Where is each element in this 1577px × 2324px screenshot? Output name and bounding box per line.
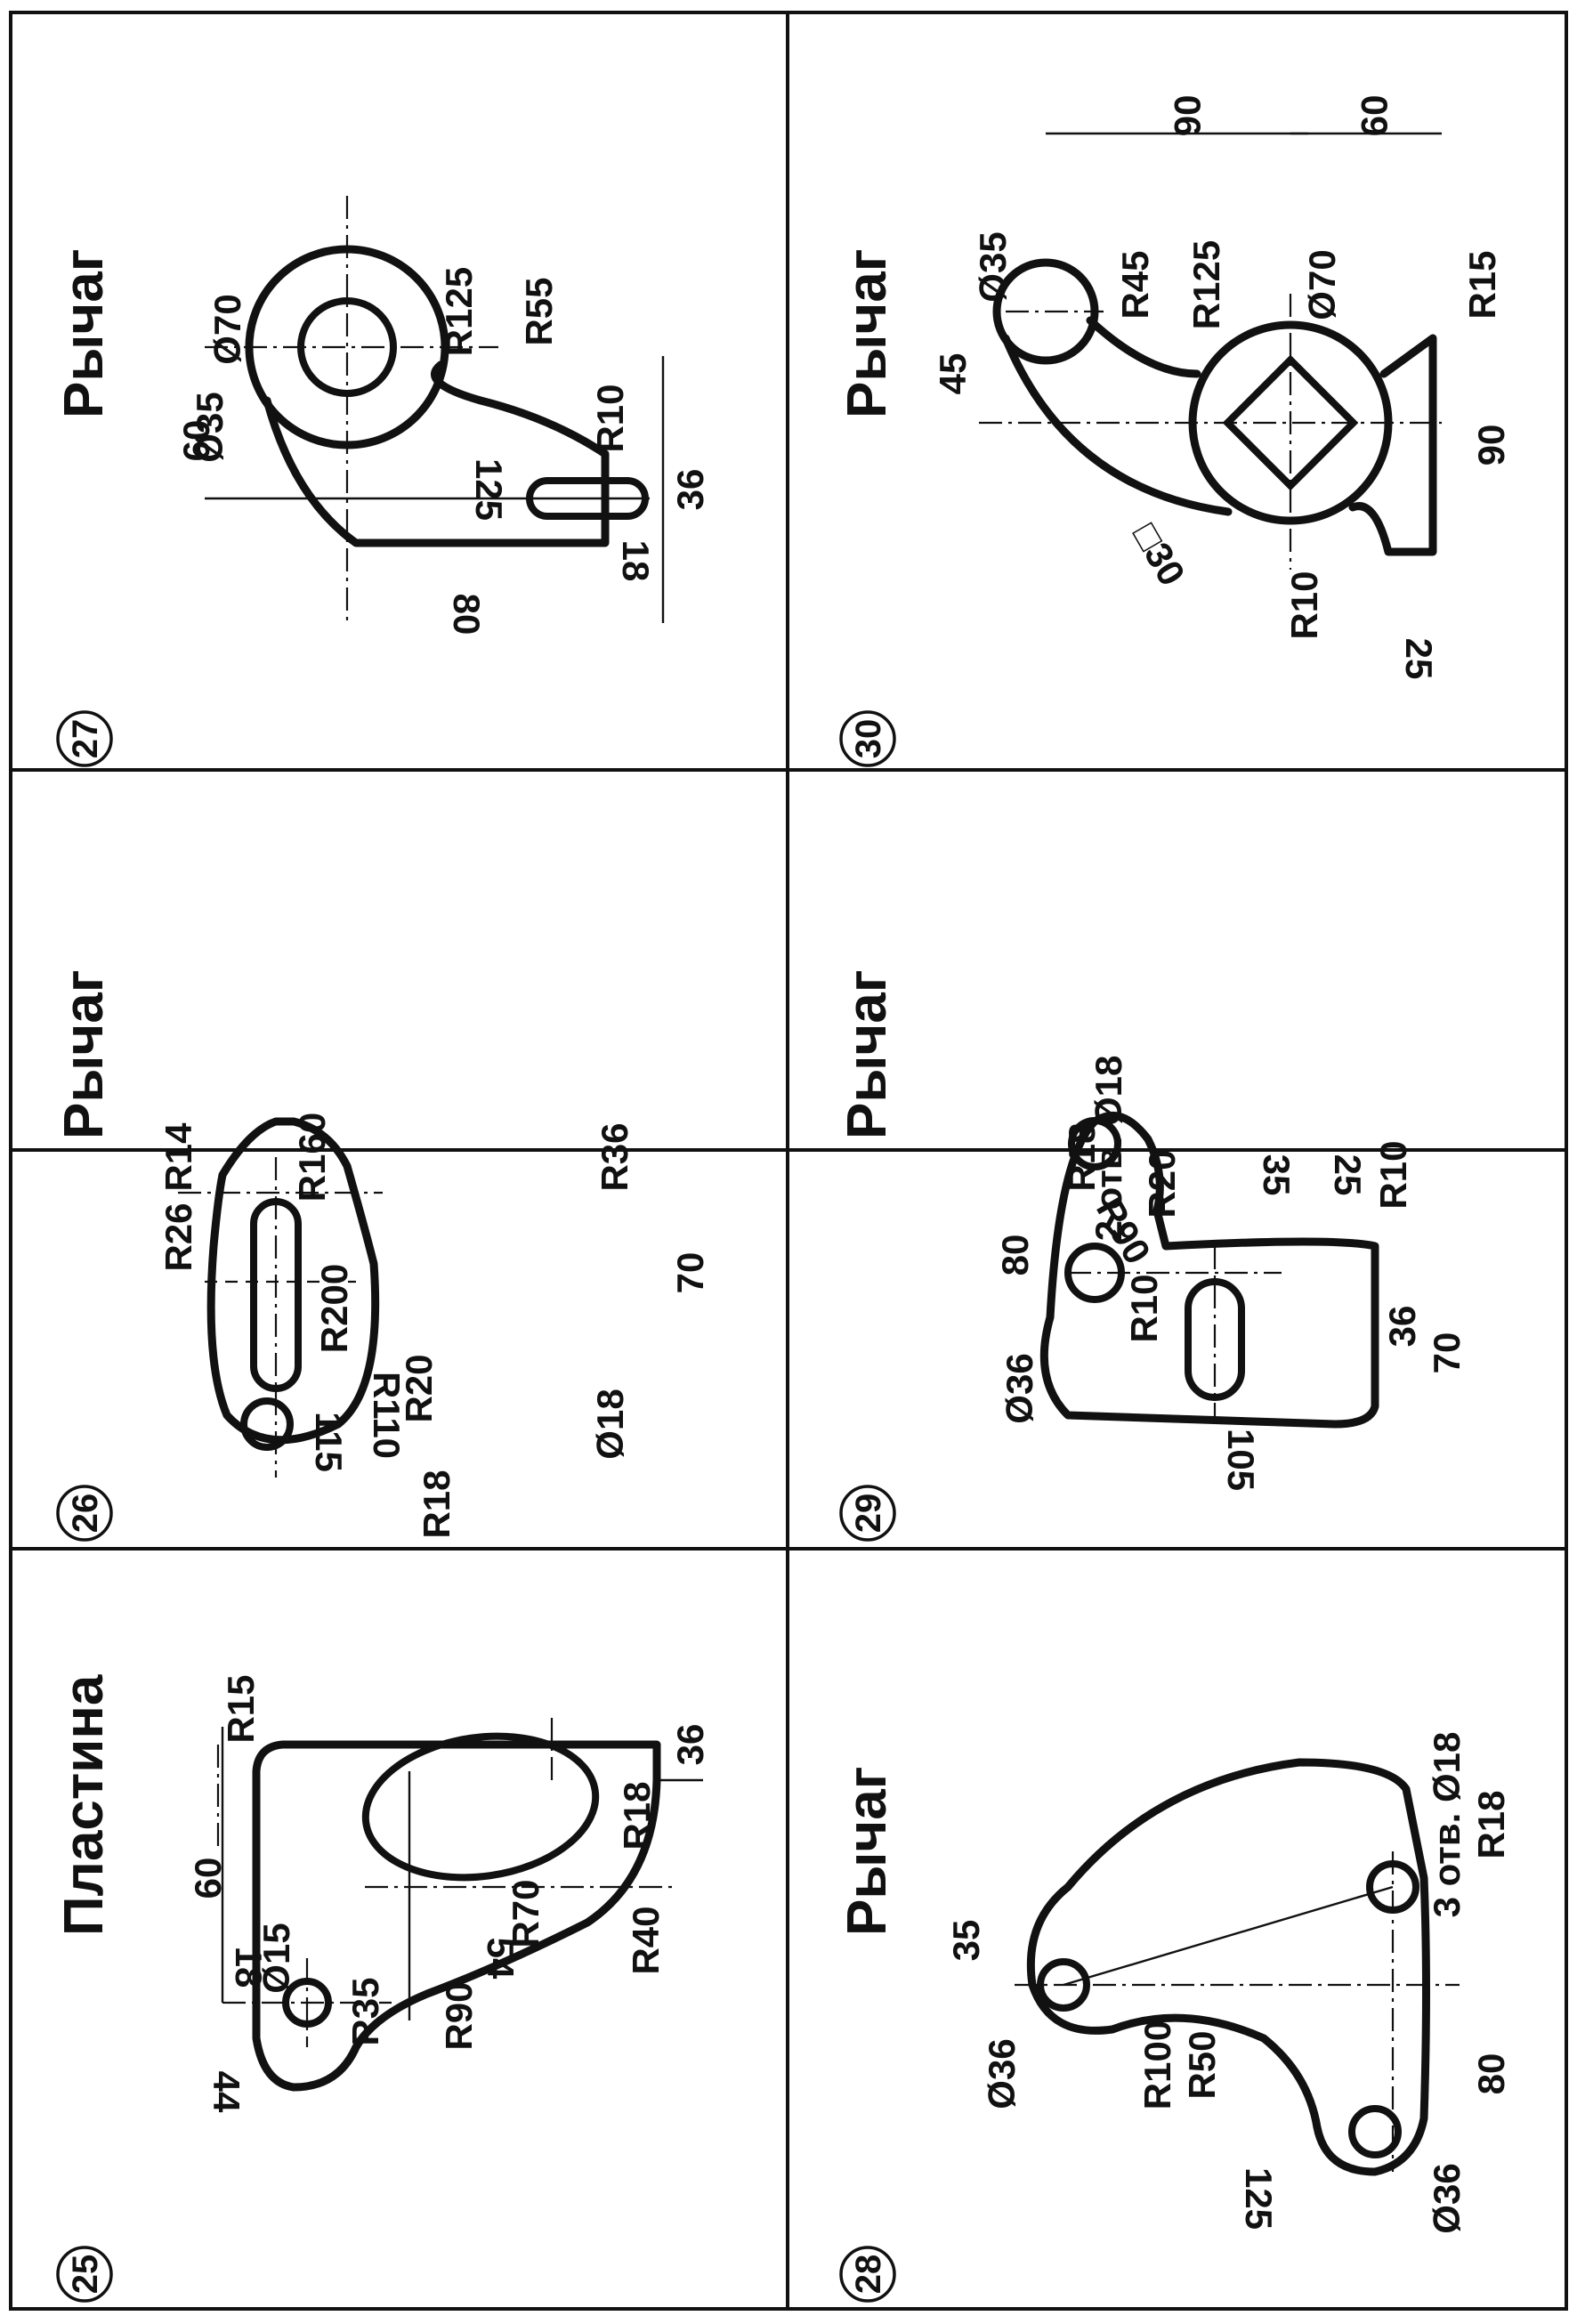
dimension-label: Ø36 (981, 2038, 1023, 2109)
panel-title: Рычаг (837, 248, 898, 418)
panel-title: Пластина (53, 1674, 115, 1936)
panel-number: 30 (849, 719, 888, 759)
panel-number: 29 (849, 1494, 888, 1534)
panel-title: Рычаг (53, 248, 115, 418)
dimension-label: 125 (1238, 2167, 1280, 2230)
slot-r10 (1185, 1278, 1245, 1401)
dimension-label: 60 (187, 1858, 229, 1899)
dimension-label: R18 (1061, 1122, 1103, 1191)
dimension-label: R55 (518, 277, 560, 345)
hole-d18 (240, 1397, 294, 1451)
dimension-label: 115 (308, 1412, 350, 1472)
dimension-label: R200 (313, 1264, 355, 1353)
panel-title: Рычаг (837, 1766, 898, 1936)
dimension-label: 60 (175, 420, 217, 462)
dimension-label: 80 (1470, 2053, 1512, 2095)
hole-d18-c (1348, 2105, 1402, 2158)
panel-30: 30 Рычаг Ø35 06 09 R45 R125 Ø70 R15 45 9… (837, 95, 1512, 767)
dimension-label: 105 (1220, 1429, 1262, 1491)
panel-number: 25 (66, 2255, 105, 2295)
dimension-label: R10 (1283, 571, 1325, 639)
dimension-label: R40 (625, 1906, 667, 1974)
dimension-label: R18 (416, 1470, 457, 1538)
dimension-label: Ø70 (1301, 249, 1343, 320)
dimension-label: 18 (615, 540, 657, 582)
panel-27: 27 Рычаг Ø35 Ø70 125 R125 R55 60 R10 36 … (53, 196, 711, 767)
lever-arm (263, 360, 610, 547)
lever-outline (1026, 1758, 1430, 2176)
dimension-label: 18 (228, 1947, 270, 1988)
dimension-label: Ø15 (255, 1923, 297, 1993)
dimension-label: R10 (1372, 1140, 1414, 1209)
lever-outline (1039, 1111, 1379, 1429)
dimension-label: R18 (616, 1781, 658, 1850)
dimension-label: 09 (1354, 95, 1395, 137)
dimension-label: 2 отв. Ø18 (1088, 1056, 1129, 1242)
dimension-label: 06 (1167, 95, 1209, 137)
dimension-label: R20 (1141, 1149, 1183, 1218)
dimension-label: 44 (206, 2071, 247, 2113)
dimension-label: 54 (480, 1938, 522, 1980)
panel-number: 28 (849, 2255, 888, 2295)
panel-29: 29 Рычаг R18 2 отв. Ø18 80 R20 R90 R10 3… (837, 969, 1468, 1542)
dimension-label: 90 (1470, 425, 1512, 466)
dimension-label: 70 (669, 1252, 711, 1294)
dimension-label: R125 (1185, 240, 1227, 329)
dimension-label: 35 (1256, 1154, 1298, 1196)
panel-28: 28 Рычаг 35 3 отв. Ø18 R18 80 R100 R50 Ø… (837, 1732, 1512, 2303)
dimension-label: R70 (505, 1879, 546, 1947)
dimension-label: R10 (589, 384, 631, 452)
dimension-label: 36 (1381, 1306, 1423, 1348)
dimension-label: 3 отв. Ø18 (1426, 1732, 1468, 1918)
dimension-label: 25 (1327, 1154, 1369, 1196)
panel-26: 26 Рычаг R14 R160 R36 R26 R200 R110 R20 … (53, 969, 711, 1542)
dimension-label: R15 (1461, 250, 1503, 319)
dimension-label: 36 (669, 1724, 711, 1766)
dimension-label: R160 (291, 1113, 333, 1202)
lever-arm (1001, 316, 1437, 556)
square-hole (1222, 354, 1359, 491)
dimension-label: R26 (158, 1202, 199, 1271)
dimension-label: R125 (438, 267, 480, 356)
dimension-label: 45 (932, 353, 974, 395)
dimension-label: R100 (1136, 2020, 1178, 2109)
panel-title: Рычаг (837, 969, 898, 1139)
dimension-label: 80 (994, 1235, 1036, 1276)
panel-25: 25 Пластина 60 Ø15 R15 54 R18 36 R40 R70… (53, 1674, 711, 2303)
dimension-label: 36 (669, 469, 711, 511)
dimension-label: R50 (1181, 2030, 1223, 2099)
dimension-label: 35 (945, 1920, 987, 1962)
dimension-label: R14 (158, 1122, 199, 1192)
panel-number: 27 (66, 719, 105, 759)
lever-outline (206, 1117, 380, 1445)
dimension-label: 25 (1398, 638, 1440, 680)
hole-d18 (1068, 1117, 1121, 1170)
panel-number: 26 (66, 1494, 105, 1534)
dimension-label: R35 (344, 1977, 386, 2045)
dimension-label: R20 (398, 1354, 440, 1422)
elongated-slot (361, 1732, 600, 1882)
panel-title: Рычаг (53, 969, 115, 1139)
dimension-label: 80 (446, 594, 488, 636)
dimension-label: Ø35 (972, 231, 1014, 302)
dimension-label: R90 (438, 1981, 480, 2050)
dimension-label: 70 (1426, 1332, 1468, 1374)
dimension-label: Ø36 (999, 1353, 1040, 1423)
dimension-label: R110 (366, 1372, 408, 1459)
dimension-label: □30 (1125, 516, 1193, 593)
dimension-label: R10 (1123, 1274, 1165, 1342)
dimension-label: Ø36 (1426, 2163, 1468, 2233)
dimension-label: Ø35 (189, 392, 230, 462)
dimension-label: R15 (220, 1674, 262, 1743)
dimension-label: R45 (1114, 250, 1156, 319)
dimension-label: Ø18 (589, 1389, 631, 1459)
dimension-label: R18 (1470, 1790, 1512, 1858)
dimension-label: Ø70 (206, 294, 248, 364)
dimension-label: R36 (594, 1122, 635, 1191)
dimension-label: 125 (468, 458, 510, 521)
